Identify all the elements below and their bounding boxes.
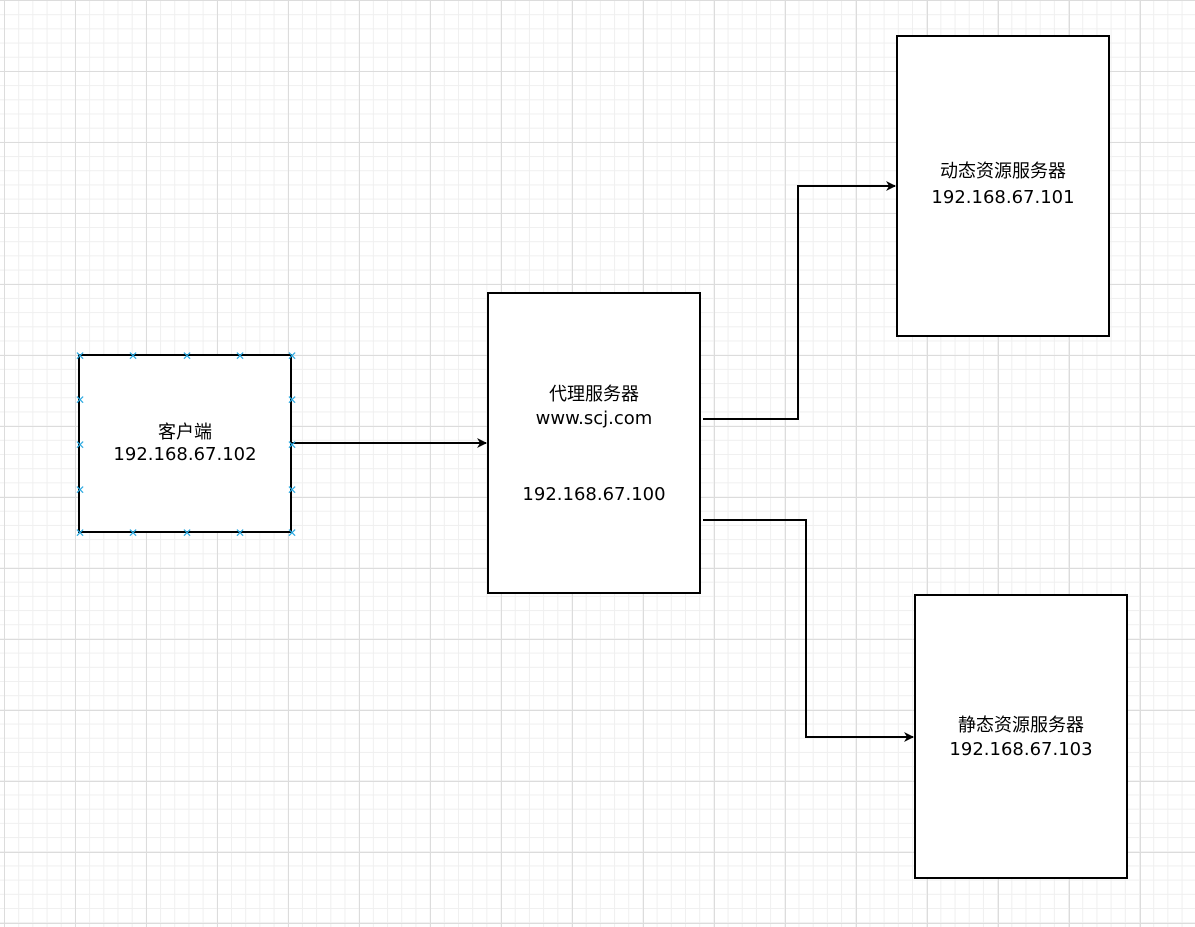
connection-point-icon[interactable]: ✕: [286, 483, 298, 497]
resize-handle-icon[interactable]: ✕: [286, 349, 298, 363]
connection-point-icon[interactable]: ✕: [127, 349, 139, 363]
connection-point-icon[interactable]: ✕: [181, 526, 193, 540]
connection-point-icon[interactable]: ✕: [286, 393, 298, 407]
connection-point-icon[interactable]: ✕: [286, 438, 298, 452]
client-name: 客户端: [158, 421, 212, 443]
connection-point-icon[interactable]: ✕: [74, 438, 86, 452]
client-ip: 192.168.67.102: [113, 443, 257, 465]
edge-proxy-to-static[interactable]: [703, 519, 914, 742]
proxy-server-name: 代理服务器: [549, 384, 639, 405]
static-server-name: 静态资源服务器: [958, 715, 1084, 736]
resize-handle-icon[interactable]: ✕: [74, 349, 86, 363]
static-server-ip: 192.168.67.103: [949, 739, 1093, 760]
connection-point-icon[interactable]: ✕: [74, 483, 86, 497]
connection-point-icon[interactable]: ✕: [181, 349, 193, 363]
proxy-server-domain: www.scj.com: [535, 408, 653, 429]
proxy-server-ip: 192.168.67.100: [522, 484, 666, 505]
edge-proxy-to-dynamic[interactable]: [703, 181, 896, 420]
dynamic-server-node[interactable]: 动态资源服务器 192.168.67.101: [896, 35, 1110, 337]
connection-point-icon[interactable]: ✕: [234, 349, 246, 363]
dynamic-server-ip: 192.168.67.101: [931, 187, 1075, 208]
connection-point-icon[interactable]: ✕: [74, 393, 86, 407]
resize-handle-icon[interactable]: ✕: [286, 526, 298, 540]
connection-point-icon[interactable]: ✕: [234, 526, 246, 540]
dynamic-server-name: 动态资源服务器: [940, 161, 1066, 182]
resize-handle-icon[interactable]: ✕: [74, 526, 86, 540]
connection-point-icon[interactable]: ✕: [127, 526, 139, 540]
static-server-node[interactable]: 静态资源服务器 192.168.67.103: [914, 594, 1128, 879]
client-node[interactable]: 客户端 192.168.67.102 ✕ ✕ ✕ ✕ ✕ ✕ ✕ ✕ ✕ ✕ ✕…: [75, 350, 297, 539]
proxy-server-node[interactable]: 代理服务器 www.scj.com 192.168.67.100: [487, 292, 701, 594]
